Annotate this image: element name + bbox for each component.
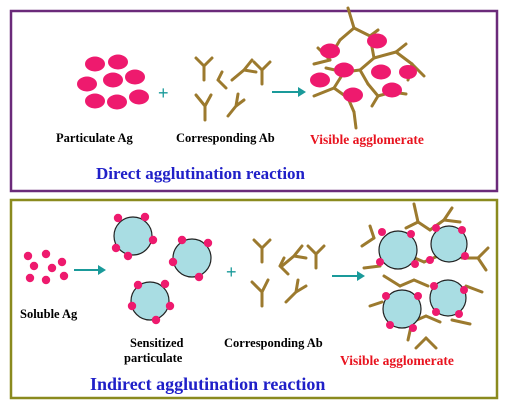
- arrow-bottom-right: [332, 271, 365, 281]
- sensitized-particles: [111, 212, 213, 325]
- plus-sign-bottom: +: [226, 262, 237, 282]
- particulate-antigen-cluster: [77, 54, 149, 110]
- visible-agglomerate-label-top: Visible agglomerate: [310, 132, 424, 147]
- corresponding-antibody-label-top: Corresponding Ab: [176, 131, 275, 145]
- direct-title: Direct agglutination reaction: [96, 164, 306, 183]
- arrow-bottom-left: [74, 265, 106, 275]
- sensitized-label-line2: particulate: [124, 351, 183, 365]
- indirect-agglomerate: [360, 202, 490, 350]
- antibody-group-bottom: [250, 238, 326, 308]
- arrow-top: [272, 87, 306, 97]
- direct-agglomerate: [310, 6, 426, 130]
- corresponding-antibody-label-bottom: Corresponding Ab: [224, 336, 323, 350]
- plus-sign-top: +: [158, 83, 169, 103]
- particulate-antigen-label: Particulate Ag: [56, 131, 133, 145]
- soluble-antigen-label: Soluble Ag: [20, 307, 78, 321]
- soluble-antigen-cluster: [23, 249, 69, 285]
- indirect-title: Indirect agglutination reaction: [90, 374, 326, 394]
- sensitized-label-line1: Sensitized: [130, 336, 184, 350]
- antibody-group-top: [194, 56, 272, 122]
- visible-agglomerate-label-bottom: Visible agglomerate: [340, 353, 454, 368]
